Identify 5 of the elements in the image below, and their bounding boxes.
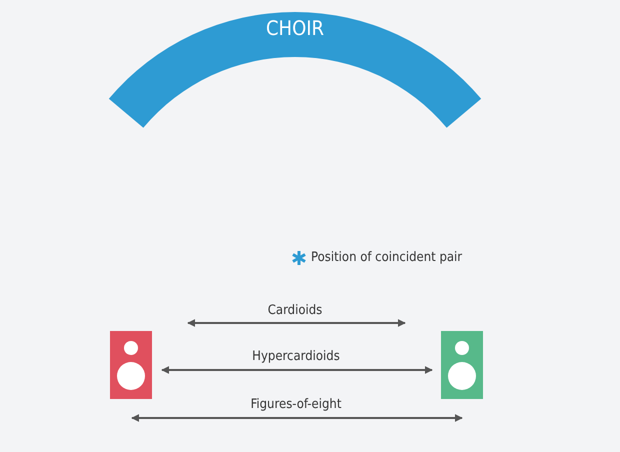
legend-text: Position of coincident pair [311,250,462,265]
dimension-label: Figures-of-eight [250,397,342,412]
dimension-label: Cardioids [268,303,322,318]
choir-label: CHOIR [266,16,324,40]
dimension-label: Hypercardioids [252,349,340,364]
